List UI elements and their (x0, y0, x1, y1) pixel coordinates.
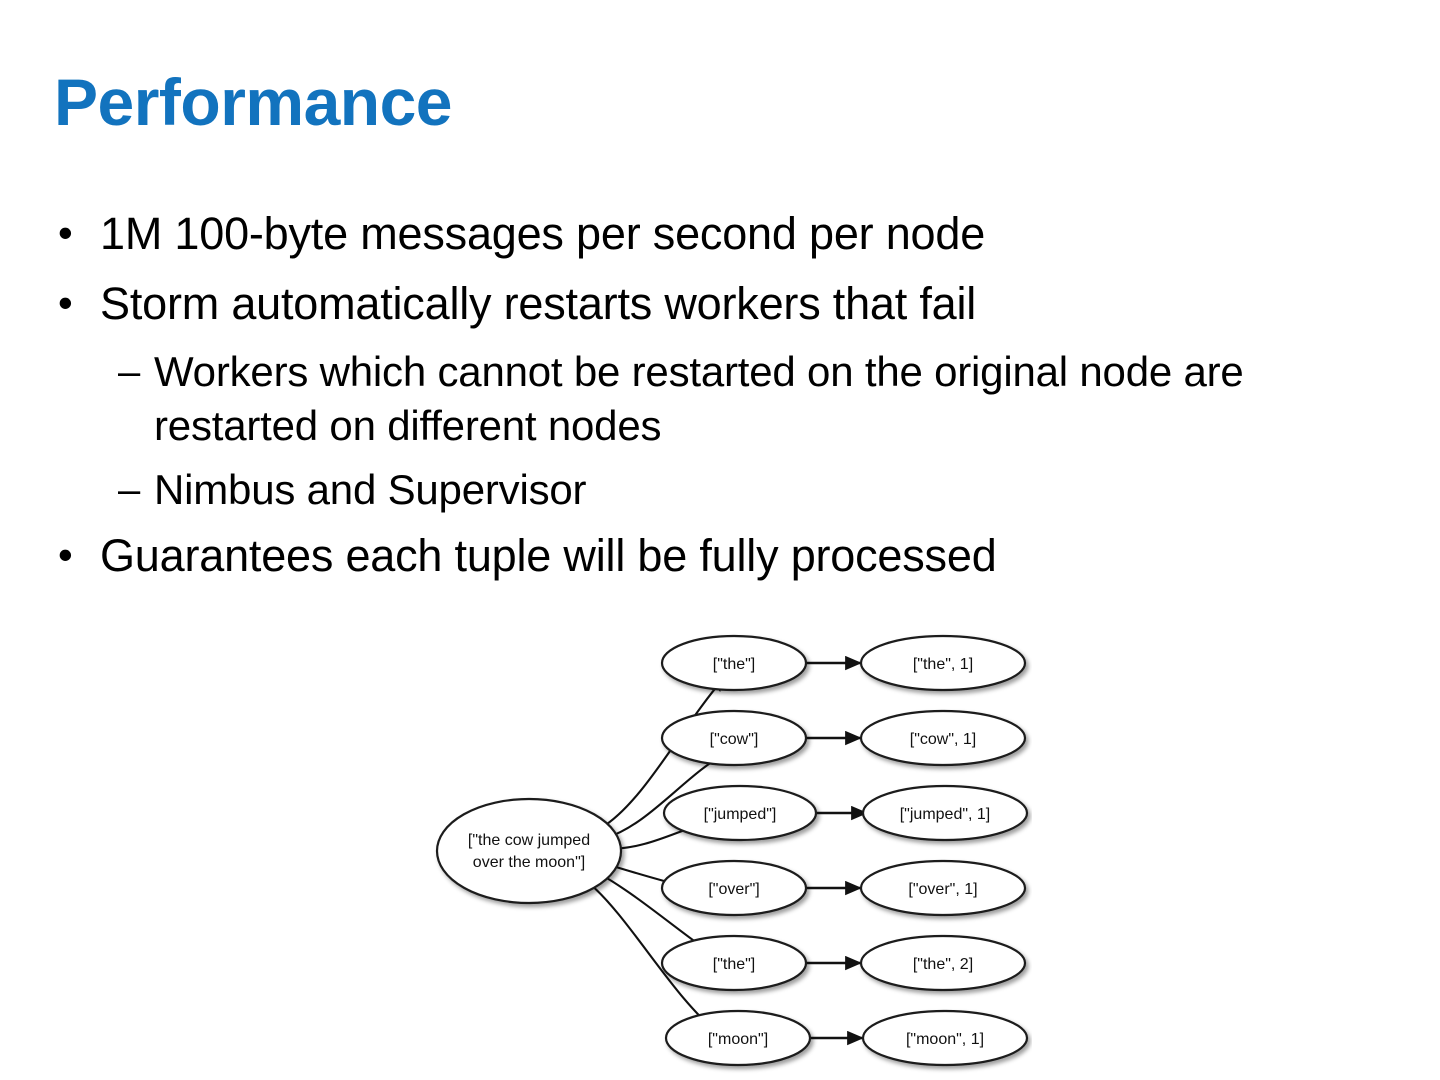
node-ellipse (861, 1009, 1029, 1067)
node-label: ["the", 1] (913, 656, 973, 673)
node-label: ["cow"] (710, 731, 759, 748)
bullet-list: • 1M 100-byte messages per second per no… (0, 205, 1440, 597)
node-word-cow: ["cow"] (660, 709, 808, 767)
node-label: ["moon"] (708, 1031, 768, 1048)
bullet-marker-icon: • (58, 531, 73, 578)
bullet-marker-icon: • (58, 279, 73, 326)
edge-source-the1 (600, 676, 726, 829)
node-count-the-2: ["the", 2] (859, 934, 1027, 992)
node-label: ["jumped"] (704, 806, 777, 823)
node-count-cow: ["cow", 1] (859, 709, 1027, 767)
node-ellipse (664, 1009, 812, 1067)
list-item-label: Nimbus and Supervisor (154, 466, 587, 513)
node-source-label-line1: ["the cow jumped (468, 832, 590, 849)
node-source-ellipse (435, 797, 623, 905)
node-ellipse (859, 859, 1027, 917)
node-ellipse (660, 859, 808, 917)
node-word-the-1: ["the"] (660, 634, 808, 692)
node-label: ["the"] (713, 956, 756, 973)
node-label: ["over"] (708, 881, 759, 898)
dash-marker-icon: – (118, 350, 141, 394)
node-column-counts: ["the", 1] ["cow", 1] ["jumped", 1] ["ov… (859, 634, 1029, 1067)
list-item-label: Workers which cannot be restarted on the… (154, 348, 1244, 449)
node-label: ["the"] (713, 656, 756, 673)
node-label: ["over", 1] (908, 881, 977, 898)
node-ellipse (660, 934, 808, 992)
node-ellipse (861, 784, 1029, 842)
list-item: • 1M 100-byte messages per second per no… (0, 205, 1440, 263)
node-ellipse (859, 634, 1027, 692)
list-item: – Nimbus and Supervisor (0, 463, 1440, 517)
node-ellipse (660, 634, 808, 692)
node-label: ["cow", 1] (910, 731, 977, 748)
node-ellipse (662, 784, 818, 842)
node-word-over: ["over"] (660, 859, 808, 917)
list-item-label: Storm automatically restarts workers tha… (100, 278, 977, 329)
list-item: – Workers which cannot be restarted on t… (0, 345, 1440, 453)
node-ellipse (660, 709, 808, 767)
node-label: ["moon", 1] (906, 1031, 984, 1048)
node-source: ["the cow jumped over the moon"] (435, 797, 623, 905)
node-word-the-2: ["the"] (660, 934, 808, 992)
edge-group-source-to-words (589, 676, 730, 1035)
node-label: ["jumped", 1] (900, 806, 991, 823)
node-ellipse (859, 709, 1027, 767)
node-count-over: ["over", 1] (859, 859, 1027, 917)
node-count-the-1: ["the", 1] (859, 634, 1027, 692)
bullet-marker-icon: • (58, 209, 73, 256)
edge-group-words-to-counts (806, 655, 868, 1046)
list-item-label: 1M 100-byte messages per second per node (100, 208, 986, 259)
tuple-tree-figure: ["the cow jumped over the moon"] ["the"]… (418, 606, 1032, 1080)
dash-marker-icon: – (118, 468, 141, 512)
node-word-jumped: ["jumped"] (662, 784, 818, 842)
node-ellipse (859, 934, 1027, 992)
node-source-label-line2: over the moon"] (473, 854, 585, 871)
node-column-words: ["the"] ["cow"] ["jumped"] ["over"] ["th… (660, 634, 818, 1067)
list-item: • Guarantees each tuple will be fully pr… (0, 527, 1440, 585)
node-word-moon: ["moon"] (664, 1009, 812, 1067)
node-count-jumped: ["jumped", 1] (861, 784, 1029, 842)
list-item: • Storm automatically restarts workers t… (0, 275, 1440, 333)
node-count-moon: ["moon", 1] (861, 1009, 1029, 1067)
page-title: Performance (54, 65, 453, 139)
list-item-label: Guarantees each tuple will be fully proc… (100, 530, 997, 581)
node-label: ["the", 2] (913, 956, 973, 973)
tuple-tree-svg: ["the cow jumped over the moon"] ["the"]… (435, 634, 1029, 1067)
